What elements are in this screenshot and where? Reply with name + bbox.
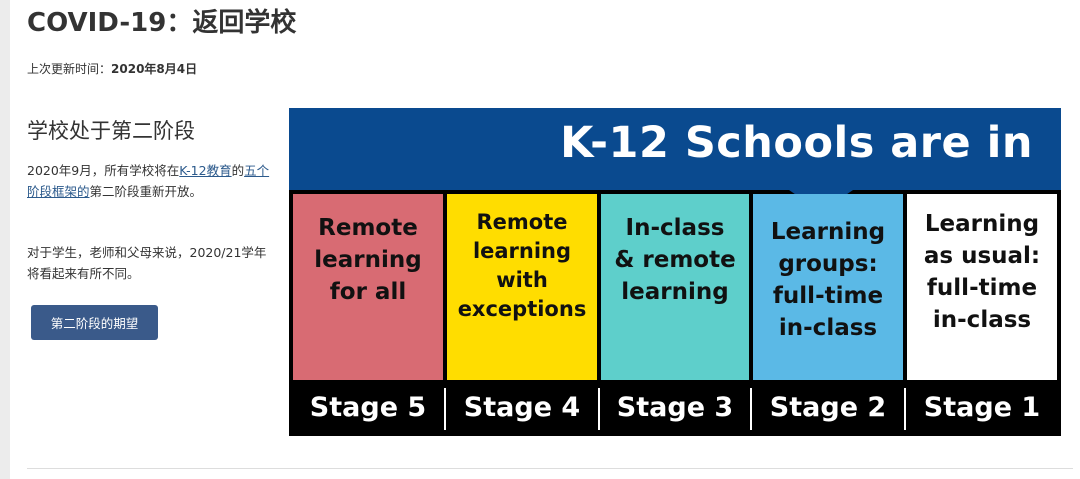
banner-title: K-12 Schools are in — [560, 118, 1033, 168]
left-rail — [0, 0, 10, 479]
k12-education-link[interactable]: K-12教育 — [179, 163, 232, 178]
stage-2-box: Learning groups: full-time in-class — [753, 194, 903, 380]
stage-2-text: Learning groups: full-time in-class — [770, 219, 886, 341]
page-title: COVID-19：返回学校 — [27, 8, 297, 38]
stage-3-text: In-class & remote learning — [614, 215, 736, 305]
intro-text-start: 2020年9月，所有学校将在 — [27, 163, 180, 178]
stage-5-label: Stage 5 — [309, 392, 427, 423]
stage-3-label: Stage 3 — [616, 392, 734, 423]
intro-text-mid: 的 — [231, 163, 245, 178]
stage-separator — [904, 388, 906, 430]
stage-4-label: Stage 4 — [463, 392, 581, 423]
intro-paragraph: 2020年9月，所有学校将在K-12教育的五个阶段框架的第二阶段重新开放。 — [27, 160, 277, 202]
stage-separator — [598, 388, 600, 430]
stage-1-label: Stage 1 — [923, 392, 1041, 423]
updated-label: 上次更新时间： — [27, 62, 112, 76]
last-updated: 上次更新时间：2020年8月4日 — [27, 60, 197, 77]
stage-5-box: Remote learning for all — [293, 194, 443, 380]
section-heading: 学校处于第二阶段 — [27, 119, 195, 143]
stages-banner: K-12 Schools are in — [289, 108, 1061, 190]
content-divider — [27, 468, 1073, 469]
updated-date: 2020年8月4日 — [111, 62, 198, 76]
stage-5-text: Remote learning for all — [314, 215, 422, 305]
stage-2-label: Stage 2 — [769, 392, 887, 423]
stage-3-box: In-class & remote learning — [601, 194, 749, 380]
school-year-paragraph: 对于学生，老师和父母来说，2020/21学年将看起来有所不同。 — [27, 245, 267, 281]
five-stage-framework-link[interactable]: 五个阶段框架的 — [27, 163, 270, 199]
stage-1-box: Learning as usual: full-time in-class — [907, 194, 1057, 380]
stage-1-text: Learning as usual: full-time in-class — [923, 211, 1041, 333]
stage-4-text: Remote learning with exceptions — [457, 210, 587, 321]
stage-separator — [444, 388, 446, 430]
stage-two-expectations-button[interactable]: 第二阶段的期望 — [31, 305, 158, 340]
stages-banner-fill — [293, 112, 1057, 188]
intro-text-end: 第二阶段重新开放。 — [89, 184, 203, 199]
stage-labels-bar: Stage 5 Stage 4 Stage 3 Stage 2 Stage 1 — [289, 380, 1061, 436]
stage-4-box: Remote learning with exceptions — [447, 194, 597, 380]
k12-stages-graphic: K-12 Schools are in Remote learning for … — [289, 108, 1061, 436]
stage-separator — [750, 388, 752, 430]
